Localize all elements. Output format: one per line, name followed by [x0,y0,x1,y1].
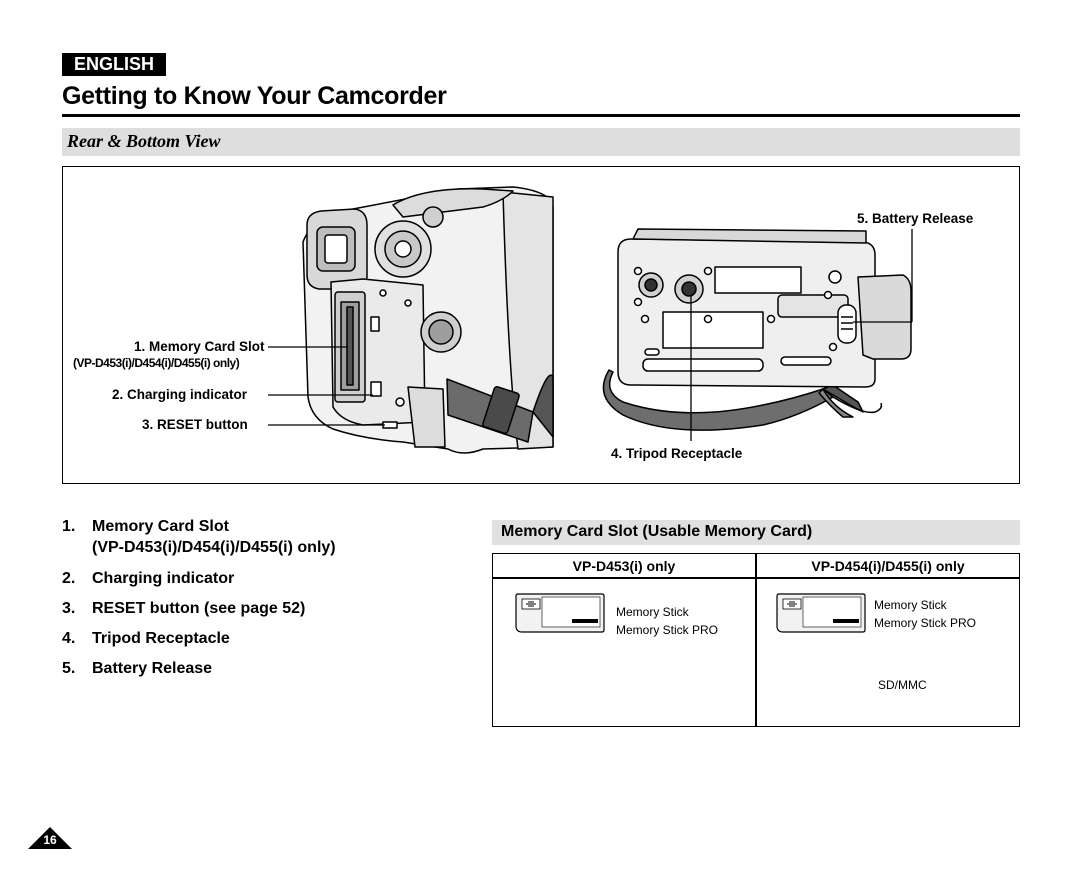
callout-battery-release: 5. Battery Release [857,211,974,226]
callout-charging-indicator: 2. Charging indicator [112,387,248,402]
legend-item-number: 5. [62,660,76,677]
memory-stick-card-icon [776,593,866,633]
section-title: Rear & Bottom View [67,131,221,151]
callout-tripod-receptacle: 4. Tripod Receptacle [611,446,743,461]
card-label: Memory Stick [874,598,947,612]
callout-reset-button: 3. RESET button [142,417,248,432]
callout-leader-lines-right [690,229,913,441]
card-label: Memory Stick [616,605,689,619]
callout-leader-lines-left [268,346,385,426]
card-label: Memory Stick PRO [874,616,977,630]
camcorder-illustration [268,186,913,454]
callout-memory-card-slot-models: (VP-D453(i)/D454(i)/D455(i) only) [73,356,240,370]
title-rule [62,114,1020,117]
page-number-marker [28,827,72,849]
memory-card-heading-bar: Memory Card Slot (Usable Memory Card) [492,520,1020,545]
section-heading-bar: Rear & Bottom View [62,128,1020,156]
card-label: SD/MMC [878,678,927,692]
page-number: 16 [43,833,57,847]
memory-stick-card-icon [515,593,605,633]
memory-card-heading: Memory Card Slot (Usable Memory Card) [501,523,813,540]
legend-item-text: Charging indicator [92,570,235,587]
header-rule [493,577,1019,579]
legend-item-text: Battery Release [92,660,213,677]
legend-item-text: Tripod Receptacle [92,630,230,647]
figure-box: 1. Memory Card Slot (VP-D453(i)/D454(i)/… [62,166,1020,484]
column-divider [755,554,757,726]
camcorder-rear-view-illustration [302,186,554,454]
column-header-d454-d455: VP-D454(i)/D455(i) only [811,558,965,574]
camcorder-bottom-view-illustration [602,228,912,431]
legend-item-number: 1. [62,518,76,535]
legend-item-number: 4. [62,630,76,647]
memory-card-table: VP-D453(i) only VP-D454(i)/D455(i) only … [492,553,1020,727]
legend-item-number: 2. [62,570,76,587]
column-header-d453: VP-D453(i) only [572,558,676,574]
language-badge: ENGLISH [62,53,166,76]
page-title: Getting to Know Your Camcorder [62,82,447,110]
legend-item-text: (VP-D453(i)/D454(i)/D455(i) only) [92,539,336,556]
card-label: Memory Stick PRO [616,623,719,637]
legend-item-text: RESET button (see page 52) [92,600,306,617]
legend-item-text: Memory Card Slot [92,518,229,535]
legend-item-number: 3. [62,600,76,617]
callout-memory-card-slot: 1. Memory Card Slot [134,339,265,354]
